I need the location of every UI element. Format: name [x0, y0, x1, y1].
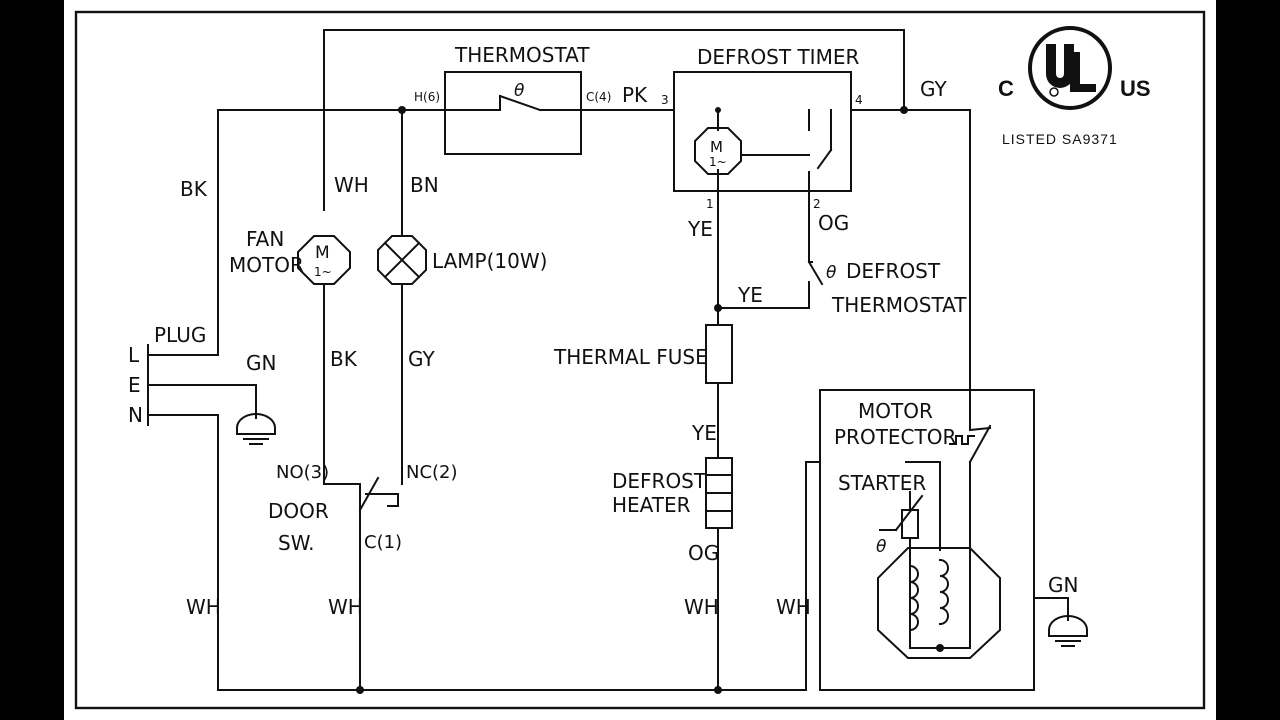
wire-label-og-heater: OG: [688, 541, 719, 565]
defrost-timer-label: DEFROST TIMER: [697, 45, 859, 69]
starter-label: STARTER: [838, 471, 926, 495]
diagram-border: [74, 10, 1206, 710]
thermal-fuse-label: THERMAL FUSE: [553, 345, 708, 369]
wire-label-gn-plug: GN: [246, 351, 276, 375]
ground-icon: [1048, 615, 1088, 647]
wire-label-bk-fan: BK: [330, 347, 358, 371]
fan-motor-m: M: [315, 243, 330, 263]
lamp: [377, 235, 427, 285]
wire-label-wh-heater: WH: [684, 595, 719, 619]
compressor-box: [819, 389, 1035, 691]
fan-motor-label-line1: FAN: [246, 227, 284, 251]
door-switch: [358, 476, 399, 512]
fan-motor: [297, 235, 351, 285]
plug: [147, 344, 169, 426]
timer-terminal-2: 2: [813, 197, 821, 211]
door-switch-c: C(1): [364, 532, 402, 553]
wires: [159, 29, 1069, 691]
defrost-heater-label-line1: DEFROST: [612, 469, 707, 493]
wire-label-gn-comp: GN: [1048, 573, 1078, 597]
wire-label-og-timer: OG: [818, 211, 849, 235]
thermostat: θ: [444, 71, 582, 155]
timer-terminal-4: 4: [855, 93, 863, 107]
junction-dots: [356, 106, 908, 694]
door-switch-label-line1: DOOR: [268, 499, 329, 523]
defrost-thermostat-switch: [807, 260, 824, 286]
lamp-label: LAMP(10W): [432, 249, 547, 273]
motor-protector-label-line1: MOTOR: [858, 399, 933, 423]
timer-motor-m: M: [710, 138, 723, 156]
defrost-heater: [705, 457, 733, 529]
thermostat-theta: θ: [514, 81, 525, 101]
ul-mark-left: C: [998, 76, 1014, 101]
wire-label-pk: PK: [622, 83, 648, 107]
thermostat-terminal-h: H(6): [414, 90, 440, 104]
door-switch-no: NO(3): [276, 462, 329, 483]
door-switch-nc: NC(2): [406, 462, 458, 483]
fan-motor-label-line2: MOTOR: [229, 253, 304, 277]
ground-icon: [236, 413, 276, 445]
ul-logo: [1028, 26, 1112, 110]
timer-terminal-1: 1: [706, 197, 714, 211]
wire-label-ye-3: YE: [691, 421, 717, 445]
thermostat-label: THERMOSTAT: [454, 43, 590, 67]
ul-mark-right: US: [1120, 76, 1151, 101]
thermostat-terminal-c: C(4): [586, 90, 611, 104]
fan-motor-phase: 1~: [314, 265, 332, 279]
defrost-heater-label-line2: HEATER: [612, 493, 691, 517]
wire-label-bn: BN: [410, 173, 439, 197]
defrost-timer: [673, 71, 852, 192]
wire-label-ye-2: YE: [737, 283, 763, 307]
wire-label-wh-comp: WH: [776, 595, 811, 619]
plug-label: PLUG: [154, 323, 206, 347]
motor-protector-label-line2: PROTECTOR: [834, 425, 956, 449]
wire-label-wh-fan: WH: [334, 173, 369, 197]
ul-listed-number: LISTED SA9371: [1002, 131, 1118, 147]
compressor-motor: [877, 547, 1001, 659]
door-switch-label-line2: SW.: [278, 531, 315, 555]
wiring-diagram: θ THERMOSTAT H(6) C(4) PK DEFROST TIMER …: [74, 10, 1206, 710]
timer-motor-phase: 1~: [709, 155, 727, 169]
compressor-wiring: [805, 461, 971, 649]
thermal-fuse: [705, 324, 733, 384]
plug-pin-l: L: [128, 343, 140, 367]
defrost-thermostat-label-line1: DEFROST: [846, 259, 941, 283]
defrost-thermostat-theta: θ: [826, 263, 837, 283]
wire-label-wh-left: WH: [186, 595, 221, 619]
motor-protector-switch: [949, 424, 992, 479]
wiring-diagram-sheet: θ THERMOSTAT H(6) C(4) PK DEFROST TIMER …: [64, 0, 1216, 720]
plug-pin-e: E: [128, 373, 141, 397]
timer-terminal-3: 3: [661, 93, 669, 107]
wire-label-ye-1: YE: [687, 217, 713, 241]
wire-label-bk-left: BK: [180, 177, 208, 201]
wire-label-gy-lamp: GY: [408, 347, 436, 371]
wire-label-gy-top: GY: [920, 77, 948, 101]
plug-pin-n: N: [128, 403, 143, 427]
defrost-thermostat-label-line2: THERMOSTAT: [831, 293, 967, 317]
wire-label-wh-door: WH: [328, 595, 363, 619]
starter-theta: θ: [876, 537, 887, 557]
